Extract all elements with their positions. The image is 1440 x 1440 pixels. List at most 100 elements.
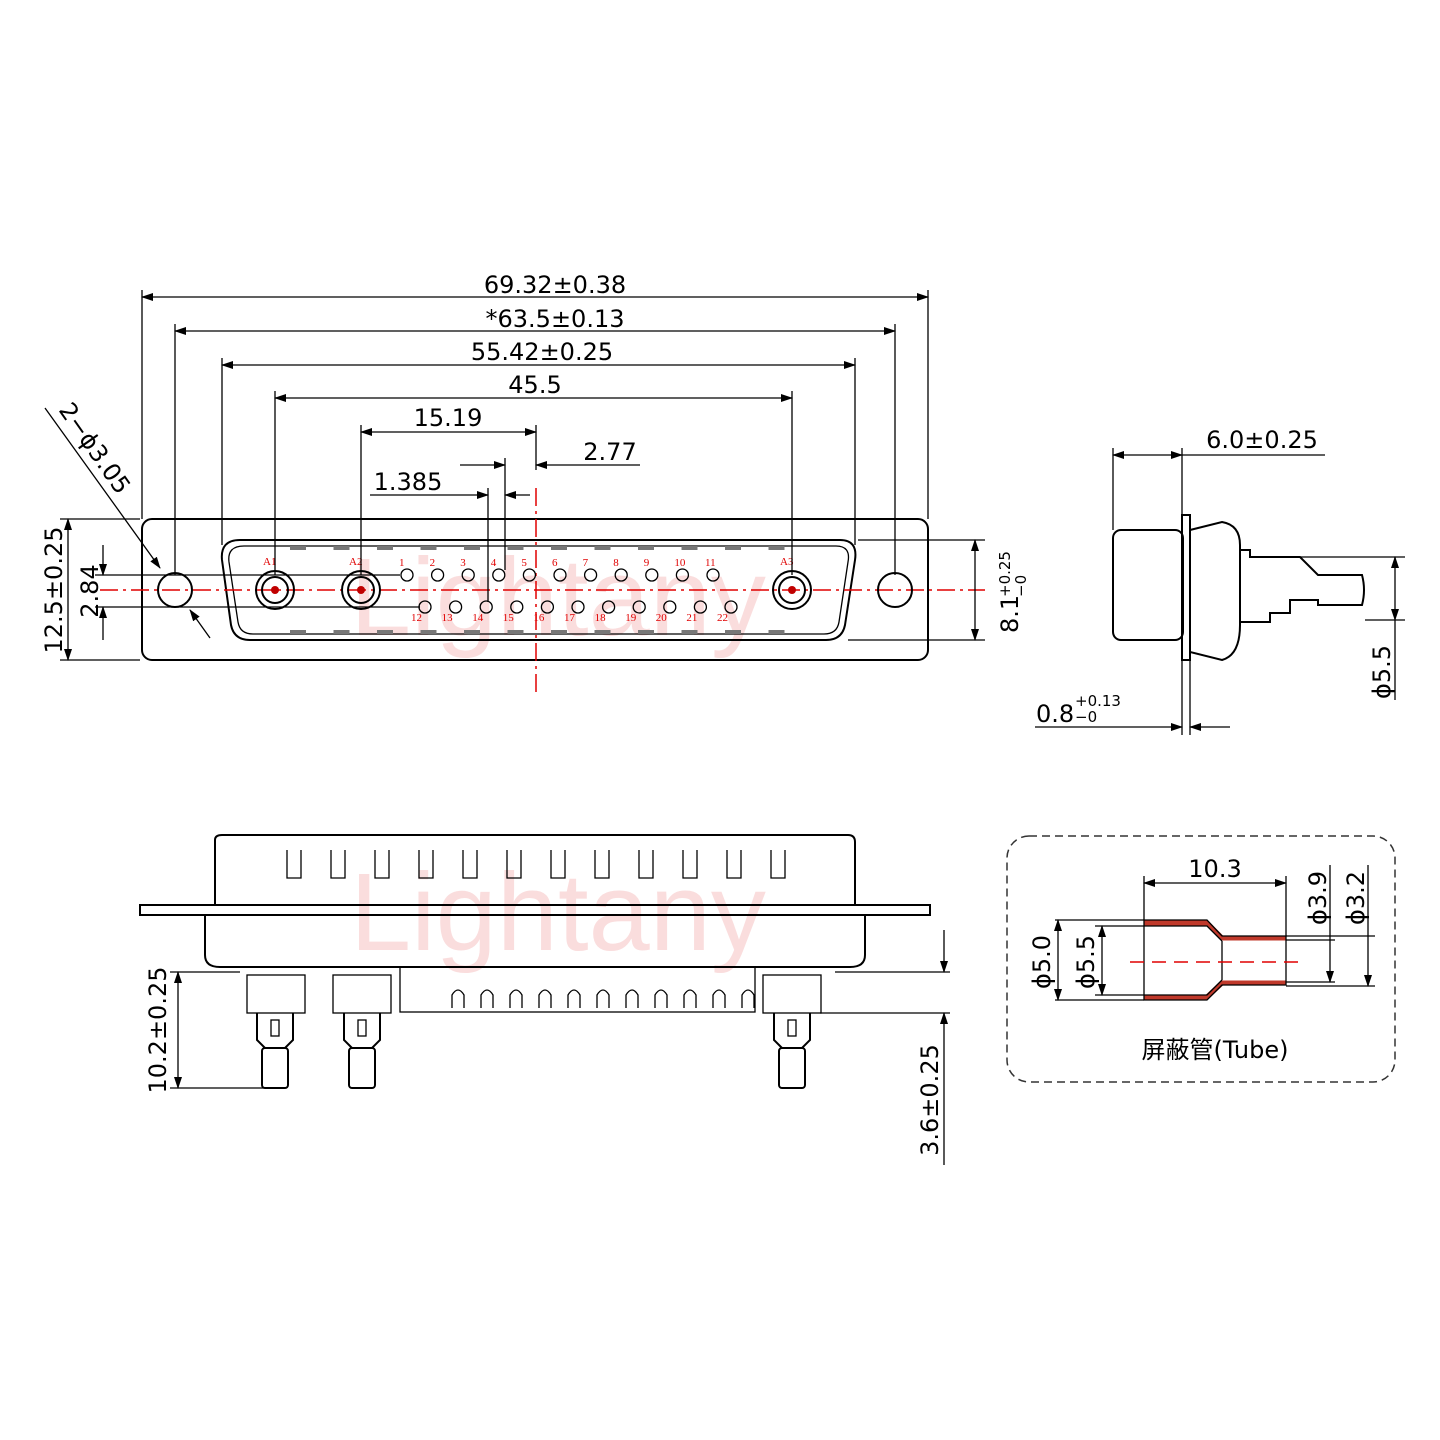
signal-tail (683, 989, 697, 1008)
signal-tail (567, 989, 581, 1008)
dim-mount-holes: 2−ϕ3.05 (53, 397, 136, 499)
pin-label: 17 (564, 612, 576, 624)
pin-label: 5 (521, 557, 527, 569)
pin-14 (479, 600, 493, 614)
shell-inner (228, 545, 850, 635)
slot (682, 850, 698, 879)
dim-pin-pitch: 2.77 (583, 438, 636, 466)
dim-row-spacing: 2.84 (76, 564, 104, 617)
pin-7 (583, 568, 598, 582)
dim-tube-outer-small: ϕ3.9 (1304, 871, 1332, 925)
pin-label: 22 (717, 612, 728, 624)
rib (377, 630, 393, 634)
signal-tail (712, 989, 726, 1008)
bottom-shell (214, 834, 856, 905)
rib (333, 546, 350, 550)
side-shell (1112, 529, 1184, 641)
dim-tube-length: 10.3 (1188, 855, 1241, 883)
pin-label: 9 (644, 557, 650, 569)
pin-13 (448, 600, 463, 614)
pin-label: 19 (625, 612, 637, 624)
dim-tail-length: 10.2±0.25 (144, 967, 172, 1094)
shell-ribs (290, 546, 785, 634)
coax-tail (332, 974, 392, 1089)
pin-label: 11 (705, 557, 716, 569)
tube-detail-frame (1006, 835, 1396, 1083)
pin-18 (601, 600, 616, 614)
slot (462, 850, 478, 879)
shell-outer (220, 539, 857, 641)
dim-tube-outer-large: ϕ5.5 (1072, 935, 1100, 989)
slot (374, 850, 390, 879)
pin-label: 3 (460, 557, 466, 569)
pin-8 (614, 568, 628, 582)
pin-22 (724, 600, 738, 614)
signal-tail (480, 989, 494, 1008)
pin-2 (430, 568, 445, 582)
tube-detail: 10.3 ϕ3.9 ϕ3.2 ϕ5.0 ϕ5.5 屏蔽管(Tube) (1006, 835, 1396, 1083)
rib (420, 630, 437, 634)
signal-tail-block (399, 966, 756, 1013)
pin-11 (706, 568, 720, 582)
pin-16 (540, 600, 555, 614)
pin-label: 13 (442, 612, 454, 624)
rib (638, 630, 654, 634)
signal-tail (741, 989, 755, 1008)
pin-label: 20 (656, 612, 668, 624)
dim-mount-hole-spacing: *63.5±0.13 (486, 305, 625, 333)
tube-shield-layer (1144, 920, 1286, 1000)
rib (377, 546, 393, 550)
signal-tail (451, 989, 465, 1008)
watermark: Lightany (350, 536, 766, 659)
pin-20 (663, 600, 677, 614)
svg-text:−0: −0 (1075, 708, 1097, 726)
pin-21 (693, 600, 708, 614)
dim-pin-length: 3.6±0.25 (916, 1044, 944, 1156)
slot (594, 850, 610, 879)
pin-label: 21 (686, 612, 697, 624)
pin-1 (400, 568, 414, 582)
side-rear-body (1189, 520, 1241, 662)
rib (725, 546, 741, 550)
dimension-lines (44, 293, 979, 661)
pin-label: 8 (613, 557, 619, 569)
dim-flange-height: 12.5±0.25 (40, 527, 68, 654)
pin-19 (632, 600, 646, 614)
tube-caption: 屏蔽管(Tube) (1142, 1036, 1289, 1064)
pin-15 (510, 600, 524, 614)
rib (420, 546, 437, 550)
rib (464, 630, 480, 634)
coax-label: A2 (349, 556, 362, 568)
coax-contact-A3: A3 (772, 556, 812, 610)
dim-tube-inner-small: ϕ3.2 (1342, 871, 1370, 925)
slot (506, 850, 522, 879)
pin-label: 10 (674, 557, 686, 569)
slot (726, 850, 742, 879)
svg-text:−0: −0 (1012, 575, 1030, 597)
pin-3 (461, 568, 475, 582)
rib (464, 546, 480, 550)
svg-text:+0.13: +0.13 (1075, 692, 1121, 710)
rib (594, 546, 611, 550)
rib (768, 546, 785, 550)
rib (768, 630, 785, 634)
slot (770, 850, 786, 879)
dim-flange-thickness: 0.8 +0.13 −0 (1036, 692, 1121, 728)
pin-10 (675, 568, 690, 582)
rib (594, 630, 611, 634)
pin-9 (645, 568, 659, 582)
rib (507, 630, 524, 634)
coax-tail (246, 974, 306, 1089)
pin-label: 4 (491, 557, 497, 569)
svg-text:8.1: 8.1 (996, 595, 1024, 633)
rib (681, 630, 698, 634)
pin-label: 2 (430, 557, 436, 569)
dim-tube-inner-large: ϕ5.0 (1028, 935, 1056, 989)
bottom-flange (139, 904, 931, 916)
rib (638, 546, 654, 550)
pin-6 (553, 568, 567, 582)
slot (330, 850, 346, 879)
rib (551, 546, 567, 550)
